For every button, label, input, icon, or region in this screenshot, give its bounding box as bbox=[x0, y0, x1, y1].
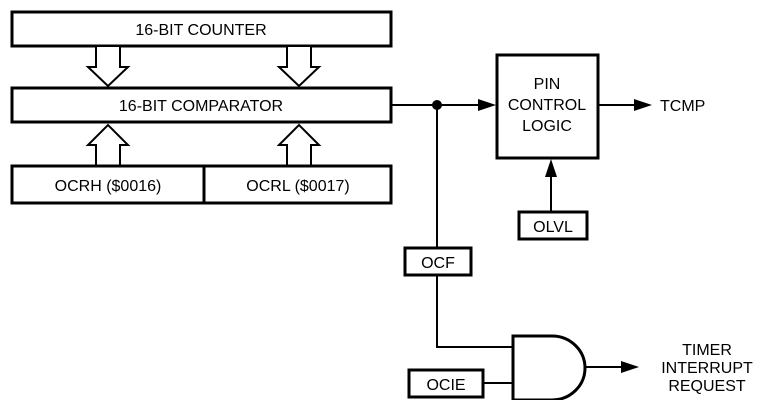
counter-label: 16-BIT COUNTER bbox=[135, 22, 266, 39]
olvl-box: OLVL bbox=[517, 210, 589, 241]
comparator-block: 16-BIT COMPARATOR bbox=[10, 86, 393, 124]
counter-block: 16-BIT COUNTER bbox=[10, 10, 393, 48]
bus-arrow-counter-left bbox=[85, 45, 131, 88]
bus-arrow-counter-right bbox=[276, 45, 322, 88]
ocf-to-and-line bbox=[436, 275, 513, 348]
arrowhead-interrupt bbox=[621, 361, 639, 373]
comparator-label: 16-BIT COMPARATOR bbox=[119, 98, 283, 115]
ocrh-label: OCRH ($0016) bbox=[55, 178, 162, 195]
arrowhead-tcmp bbox=[634, 99, 652, 111]
olvl-label: OLVL bbox=[533, 219, 573, 236]
pin-control-line-2: CONTROL bbox=[508, 97, 586, 114]
timer-interrupt-line-1: TIMER bbox=[682, 342, 732, 359]
ocie-box: OCIE bbox=[407, 368, 485, 399]
arrowhead-olvl bbox=[545, 159, 557, 177]
ocrh-register: OCRH ($0016) bbox=[10, 164, 206, 205]
and-gate bbox=[511, 334, 587, 400]
pin-control-line-1: PIN bbox=[534, 76, 561, 93]
ocrl-register: OCRL ($0017) bbox=[202, 164, 393, 205]
ocf-label: OCF bbox=[421, 255, 455, 272]
ocrl-label: OCRL ($0017) bbox=[246, 178, 349, 195]
tcmp-label: TCMP bbox=[660, 98, 705, 115]
bus-arrow-ocrh bbox=[85, 123, 131, 167]
timer-interrupt-line-2: INTERRUPT bbox=[661, 360, 753, 377]
ocie-label: OCIE bbox=[426, 377, 465, 394]
arrowhead-to-pin-control bbox=[478, 99, 496, 111]
pin-control-line-3: LOGIC bbox=[522, 118, 572, 135]
timer-interrupt-line-3: REQUEST bbox=[668, 378, 746, 395]
bus-arrow-ocrl bbox=[276, 123, 322, 167]
ocf-box: OCF bbox=[403, 246, 473, 277]
pin-control-logic-block: PIN CONTROL LOGIC bbox=[495, 53, 600, 160]
